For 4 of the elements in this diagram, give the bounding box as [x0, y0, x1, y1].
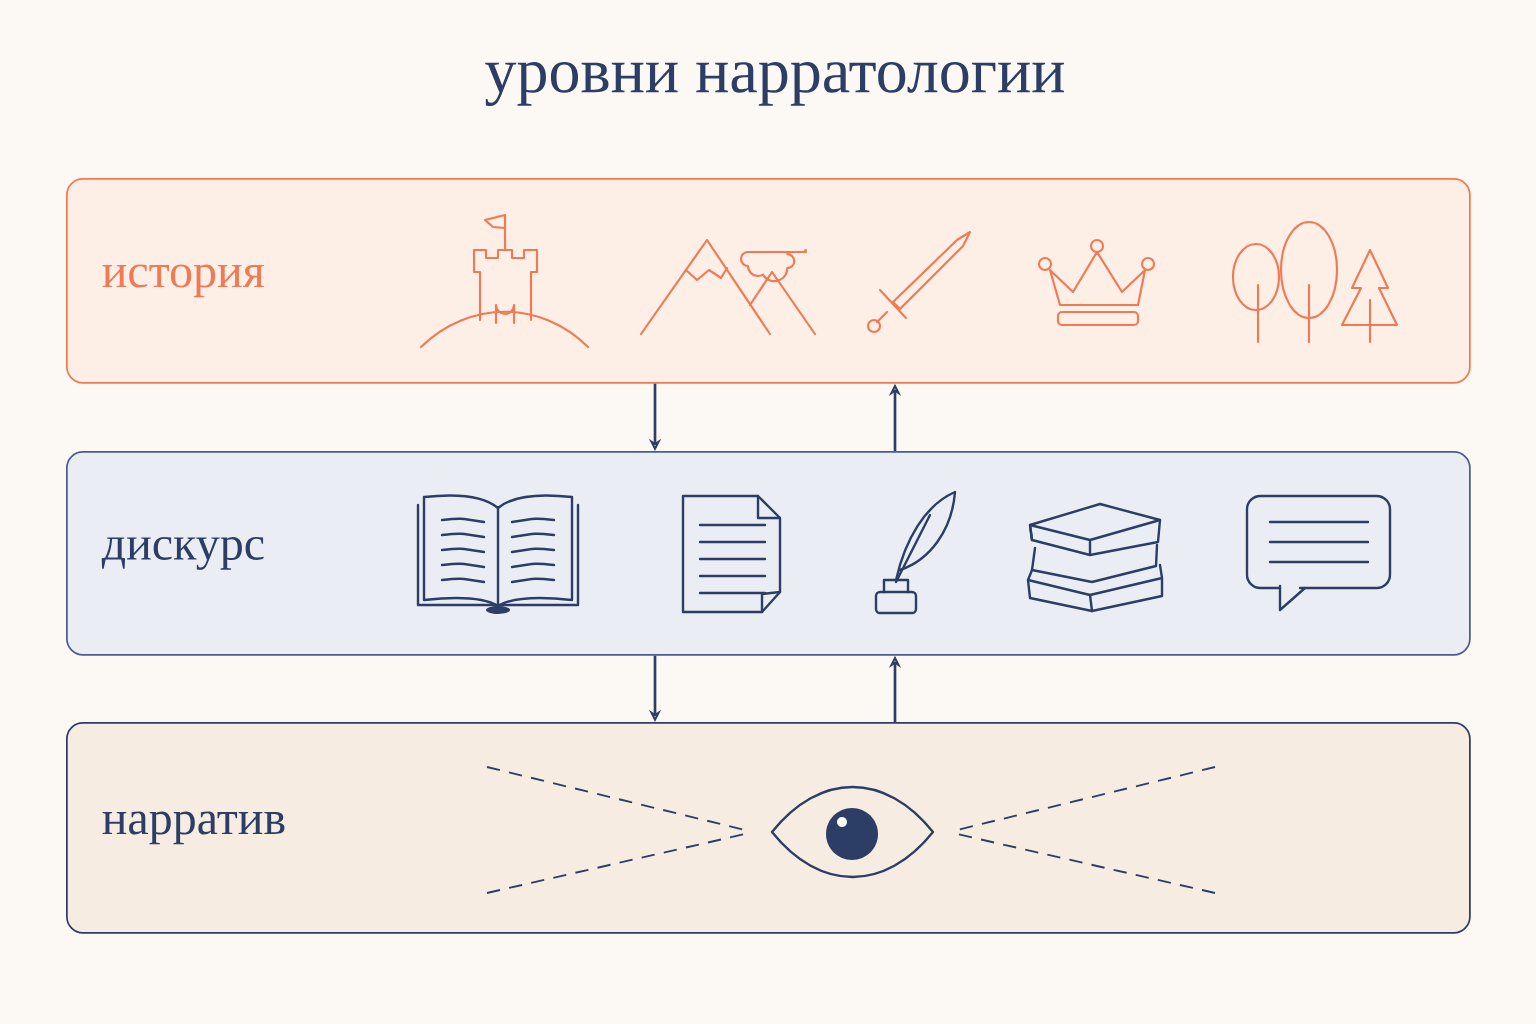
- level-band: нарратив: [66, 722, 1471, 934]
- level-band: дискурс: [66, 451, 1471, 656]
- level-band: история: [66, 178, 1471, 384]
- title: уровни нарратологии: [485, 62, 1064, 106]
